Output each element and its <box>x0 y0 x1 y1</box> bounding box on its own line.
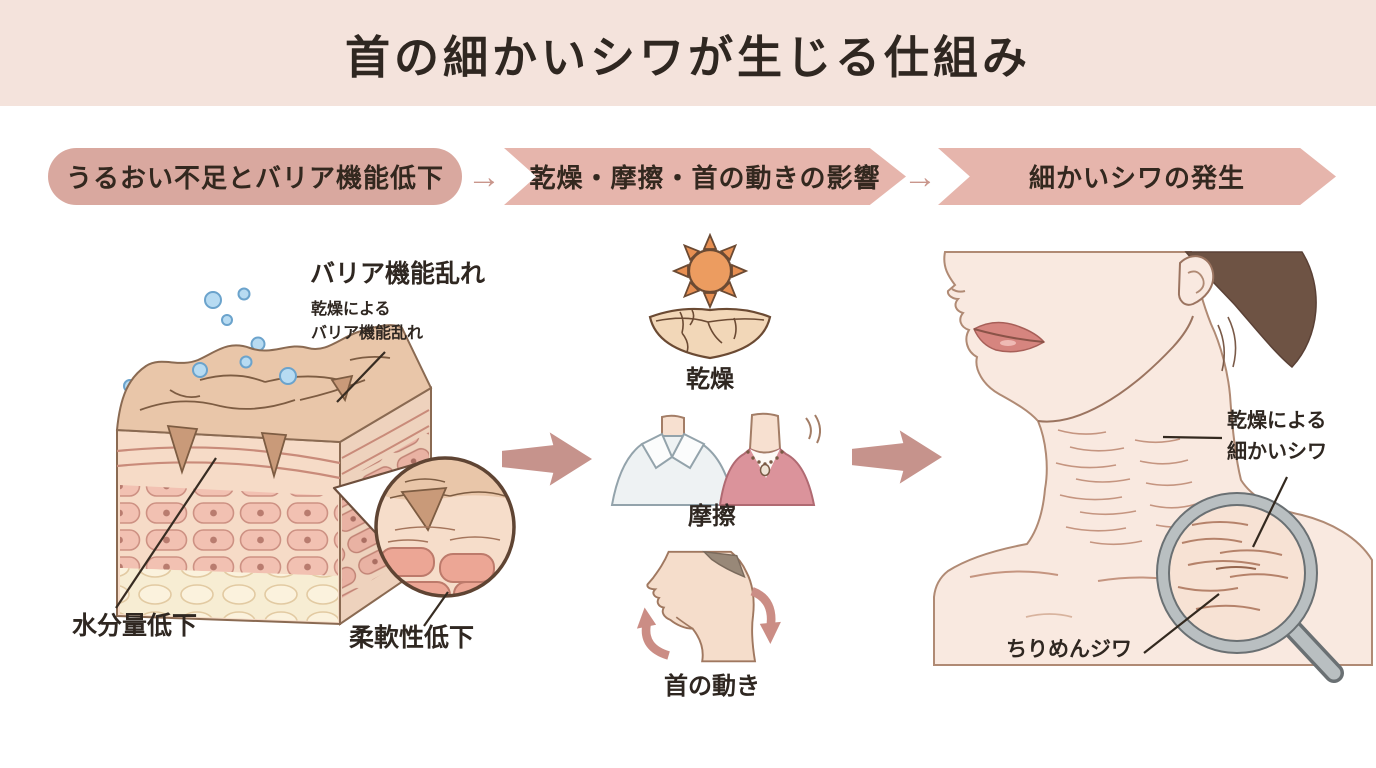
dryness-label: 乾燥 <box>686 366 734 393</box>
woman-neck-illustration <box>933 251 1373 683</box>
flow-arrow-icon: → <box>903 157 937 196</box>
barrier-disruption-label: バリア機能乱れ <box>310 260 486 288</box>
title-banner: 首の細かいシワが生じる仕組み <box>0 0 1376 106</box>
friction-label: 摩擦 <box>688 503 736 530</box>
neck-wrinkle-lines <box>1055 429 1203 546</box>
process-arrow-icon <box>852 430 942 484</box>
skin-cross-section-illustration <box>115 287 516 627</box>
page-title: 首の細かいシワが生じる仕組み <box>344 31 1031 83</box>
barrier-disruption-sub-label: 乾燥による バリア機能乱れ <box>311 301 424 342</box>
leader-lines <box>115 351 449 627</box>
crepe-wrinkles-label: ちりめんジワ <box>1006 638 1132 661</box>
flow-step-2-label: 乾燥・摩擦・首の動きの影響 <box>529 163 881 193</box>
ear <box>1177 255 1215 306</box>
flexibility-decrease-label: 柔軟性低下 <box>349 624 475 652</box>
water-droplets-on-skin-icon <box>192 355 297 385</box>
dry-fine-wrinkles-label: 乾燥による 細かいシワ <box>1227 410 1327 463</box>
flow-step-2: 乾燥・摩擦・首の動きの影響 <box>504 148 906 205</box>
flow-step-3: 細かいシワの発生 <box>938 148 1336 205</box>
moisture-decrease-label: 水分量低下 <box>72 612 198 640</box>
leader-lines <box>1143 435 1288 654</box>
sun-cracked-earth-icon <box>648 233 772 360</box>
flow-step-3-label: 細かいシワの発生 <box>1028 163 1245 193</box>
rotation-arrows-icon <box>636 587 781 660</box>
flow-step-1-label: うるおい不足とバリア機能低下 <box>65 163 444 193</box>
flow-arrow-icon: → <box>467 157 501 196</box>
collar-friction-icon <box>610 412 821 506</box>
neck-movement-icon <box>636 550 781 663</box>
lips <box>973 321 1046 353</box>
neck-movement-label: 首の動き <box>664 673 760 700</box>
flow-step-1: うるおい不足とバリア機能低下 <box>48 148 462 205</box>
hair-bun <box>1184 251 1317 369</box>
